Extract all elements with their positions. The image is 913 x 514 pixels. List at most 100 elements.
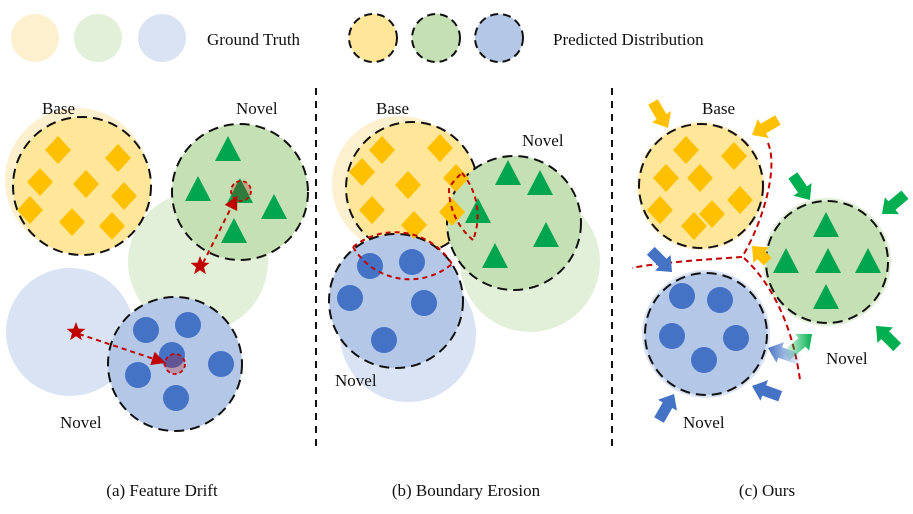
legend-gt-blue <box>138 14 186 62</box>
diamond-marker <box>359 196 385 224</box>
diamond-marker <box>27 168 53 196</box>
arrow-blue-icon <box>752 380 783 402</box>
novel-dots <box>337 249 437 353</box>
label-base: Base <box>376 99 409 118</box>
dot-marker <box>337 285 363 311</box>
dot-marker <box>125 362 151 388</box>
panel-ours: Base Novel Novel <box>631 99 909 432</box>
triangle-marker <box>261 194 287 219</box>
diamond-marker <box>647 196 673 224</box>
diamond-marker <box>401 211 427 239</box>
legend-gt-yellow <box>11 14 59 62</box>
dot-marker <box>133 317 159 343</box>
arrow-yellow-icon <box>648 99 671 128</box>
arrow-blue-icon <box>654 394 677 423</box>
triangle-marker <box>482 243 508 268</box>
drift-origin-star <box>66 322 86 341</box>
diamond-marker <box>699 200 725 228</box>
dot-marker <box>371 327 397 353</box>
novel-triangles <box>185 136 287 243</box>
erosion-overlap-green <box>461 172 479 241</box>
drift-arrow-blue <box>78 333 166 366</box>
decision-boundary-lower <box>743 257 801 381</box>
drift-arrow-green <box>202 195 238 264</box>
dot-marker <box>707 287 733 313</box>
drift-target-blue <box>164 353 186 375</box>
diamond-marker <box>687 164 713 192</box>
base-diamonds <box>647 136 753 240</box>
triangle-marker <box>221 218 247 243</box>
dot-marker <box>175 312 201 338</box>
label-novel-top: Novel <box>236 99 278 118</box>
diamond-marker <box>673 136 699 164</box>
erosion-overlap-green-inner <box>447 172 474 241</box>
base-diamonds <box>349 134 469 239</box>
diamond-marker <box>681 212 707 240</box>
arrow-green-icon <box>876 326 902 352</box>
drift-target-green <box>230 180 252 202</box>
label-novel-bottom: Novel <box>335 371 377 390</box>
novel-dots <box>659 283 749 373</box>
diamond-marker <box>99 212 125 240</box>
triangle-marker <box>815 248 841 273</box>
legend-pred-blue <box>474 13 524 63</box>
label-base: Base <box>42 99 75 118</box>
arrow-green-icon <box>788 172 812 200</box>
dot-marker <box>691 347 717 373</box>
erosion-overlap-blue <box>352 246 453 281</box>
triangle-marker <box>185 176 211 201</box>
diamond-marker <box>349 158 375 186</box>
diamond-marker <box>395 171 421 199</box>
novel-triangles <box>773 212 881 309</box>
panel-feature-drift: Base Novel Novel <box>5 99 309 432</box>
label-novel-top: Novel <box>522 131 564 150</box>
diamond-marker <box>45 136 71 164</box>
legend-predicted-label: Predicted Distribution <box>553 30 704 49</box>
dot-marker <box>411 290 437 316</box>
legend: Ground Truth Predicted Distribution <box>11 13 704 63</box>
diamond-marker <box>17 196 43 224</box>
arrow-yellow-icon <box>752 115 781 138</box>
diamond-marker <box>105 144 131 172</box>
drift-origin-star <box>190 256 210 275</box>
erosion-overlap-blue-inner <box>352 231 453 265</box>
caption-boundary-erosion: (b) Boundary Erosion <box>392 481 541 500</box>
diamond-marker <box>443 164 469 192</box>
diamond-marker <box>727 186 753 214</box>
diamond-marker <box>59 208 85 236</box>
legend-pred-yellow <box>348 13 398 63</box>
arrow-green-icon <box>882 190 909 215</box>
triangle-marker <box>773 248 799 273</box>
legend-gt-green <box>74 14 122 62</box>
arrow-blue-icon <box>768 342 802 365</box>
arrow-yellow-icon <box>752 246 772 266</box>
dot-marker <box>659 323 685 349</box>
triangle-marker <box>533 222 559 247</box>
diamond-marker <box>111 182 137 210</box>
label-novel-bottom: Novel <box>60 413 102 432</box>
label-novel-right: Novel <box>826 349 868 368</box>
triangle-marker <box>813 212 839 237</box>
legend-pred-green <box>411 13 461 63</box>
gt-novel-blue-cluster <box>6 268 134 396</box>
caption-ours: (c) Ours <box>739 481 795 500</box>
caption-feature-drift: (a) Feature Drift <box>106 481 218 500</box>
diamond-marker <box>369 136 395 164</box>
legend-ground-truth-label: Ground Truth <box>207 30 301 49</box>
diamond-marker <box>427 134 453 162</box>
label-base: Base <box>702 99 735 118</box>
diamond-marker <box>653 164 679 192</box>
dot-marker <box>208 351 234 377</box>
triangle-marker <box>215 136 241 161</box>
dot-marker <box>163 385 189 411</box>
diamond-marker <box>73 170 99 198</box>
triangle-marker <box>813 284 839 309</box>
triangle-marker <box>855 248 881 273</box>
diamond-marker <box>721 142 747 170</box>
base-diamonds <box>17 136 137 240</box>
arrow-blue-icon <box>646 246 672 272</box>
novel-triangles <box>465 160 559 268</box>
label-novel-bottom: Novel <box>683 413 725 432</box>
